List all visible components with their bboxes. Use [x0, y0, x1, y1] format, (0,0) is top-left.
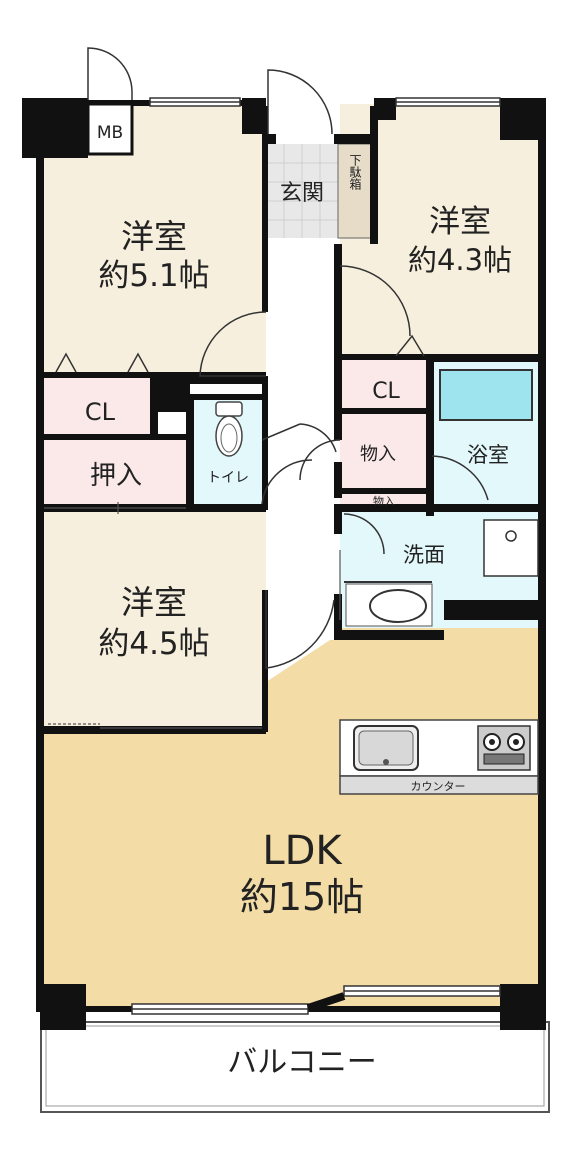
oshiire-floor [40, 438, 190, 508]
storage-1-floor [340, 414, 432, 494]
wash-basin-icon [344, 581, 433, 627]
label-counter: カウンター [411, 780, 466, 793]
label-bath: 浴室 [467, 443, 509, 467]
balcony-rail [45, 1025, 545, 1107]
washing-machine-pan-icon [483, 519, 539, 577]
windows [131, 97, 501, 1015]
mb-door-swing [87, 47, 133, 100]
bathtub-icon [439, 369, 533, 421]
label-bedroom-w-size: 約4.5帖 [98, 626, 209, 662]
bedroom-w-floor [40, 510, 266, 732]
cl-right-floor [340, 360, 432, 414]
label-storage-1: 物入 [360, 444, 396, 465]
toilet-icon [215, 401, 243, 457]
label-cl-right: CL [372, 379, 400, 404]
ldk-floor [40, 620, 542, 1010]
label-shoe-box: 下駄箱 [348, 154, 362, 190]
entrance-tile-grid [266, 144, 338, 238]
balcony-area [40, 1021, 550, 1113]
label-toilet: トイレ [207, 470, 249, 486]
label-washroom: 洗面 [403, 543, 445, 567]
label-balcony: バルコニー [227, 1045, 376, 1080]
label-bedroom-nw-size: 約5.1帖 [98, 258, 209, 294]
label-ldk-size: 約15帖 [240, 875, 364, 919]
door-swings [55, 69, 489, 669]
window-frame-balcony [306, 992, 346, 1012]
mb-box [86, 102, 134, 156]
label-ldk-name: LDK [262, 828, 343, 874]
sliding-tracks [44, 502, 341, 729]
label-bedroom-nw-name: 洋室 [121, 217, 187, 256]
stove-icon [477, 725, 531, 771]
sink-icon [353, 725, 419, 771]
cl-left-floor [40, 376, 158, 438]
label-entrance: 玄関 [280, 181, 324, 206]
label-bedroom-w-name: 洋室 [121, 583, 187, 622]
counter-bar [339, 775, 539, 795]
label-bedroom-ne-name: 洋室 [429, 204, 491, 240]
label-bedroom-ne-size: 約4.3帖 [408, 243, 512, 277]
label-cl-left: CL [85, 398, 116, 426]
label-oshiire: 押入 [90, 461, 142, 491]
label-mb: MB [97, 123, 123, 143]
label-storage-2: 物入 [373, 494, 395, 508]
